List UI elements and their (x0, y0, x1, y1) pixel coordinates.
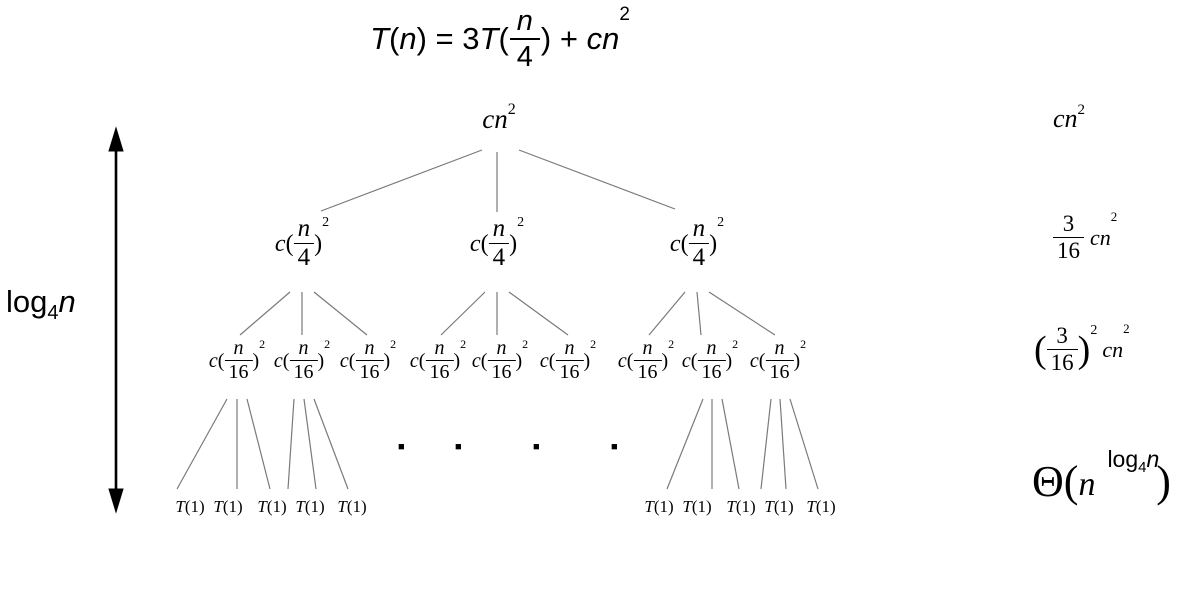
fraction-bar (688, 243, 710, 245)
leaf-node: T(1) (764, 497, 794, 516)
theta-open: Θ( (1032, 457, 1079, 506)
fraction-bar (697, 360, 726, 361)
log-base: 4 (1138, 459, 1147, 476)
leaf-node: T(1) (806, 497, 836, 516)
fraction-bar (765, 360, 794, 361)
fraction-bar (289, 360, 318, 361)
ellipsis-dot: ■ (398, 441, 405, 453)
fraction-bar (488, 243, 510, 245)
leaf-node: T(1) (213, 497, 243, 516)
fraction-bar (1053, 237, 1084, 239)
fraction-bar (487, 360, 516, 361)
leaf-node: T(1) (682, 497, 712, 516)
arrowhead-up-icon (108, 126, 124, 152)
arrowhead-down-icon (108, 488, 124, 514)
fraction-bar (293, 243, 315, 245)
leaf-node: T(1) (726, 497, 756, 516)
fraction-bar (509, 38, 540, 41)
fraction-bar (425, 360, 454, 361)
depth-arrow (108, 126, 124, 514)
log-base: 4 (47, 302, 59, 324)
leaf-node: T(1) (337, 497, 367, 516)
tree-edges (176, 149, 819, 490)
theta-close: ) (1156, 457, 1171, 506)
leaf-node: T(1) (175, 497, 205, 516)
fraction-bar (555, 360, 584, 361)
title-T1: T (370, 21, 390, 57)
fraction-bar (355, 360, 384, 361)
fraction-bar (1046, 349, 1078, 351)
fraction-bar (633, 360, 662, 361)
leaf-node: T(1) (257, 497, 287, 516)
ellipsis-dot: ■ (533, 441, 540, 453)
leaf-node: T(1) (295, 497, 325, 516)
leaf-node: T(1) (644, 497, 674, 516)
fraction-bar (224, 360, 253, 361)
ellipsis-dot: ■ (611, 441, 618, 453)
ellipsis-dot: ■ (455, 441, 462, 453)
